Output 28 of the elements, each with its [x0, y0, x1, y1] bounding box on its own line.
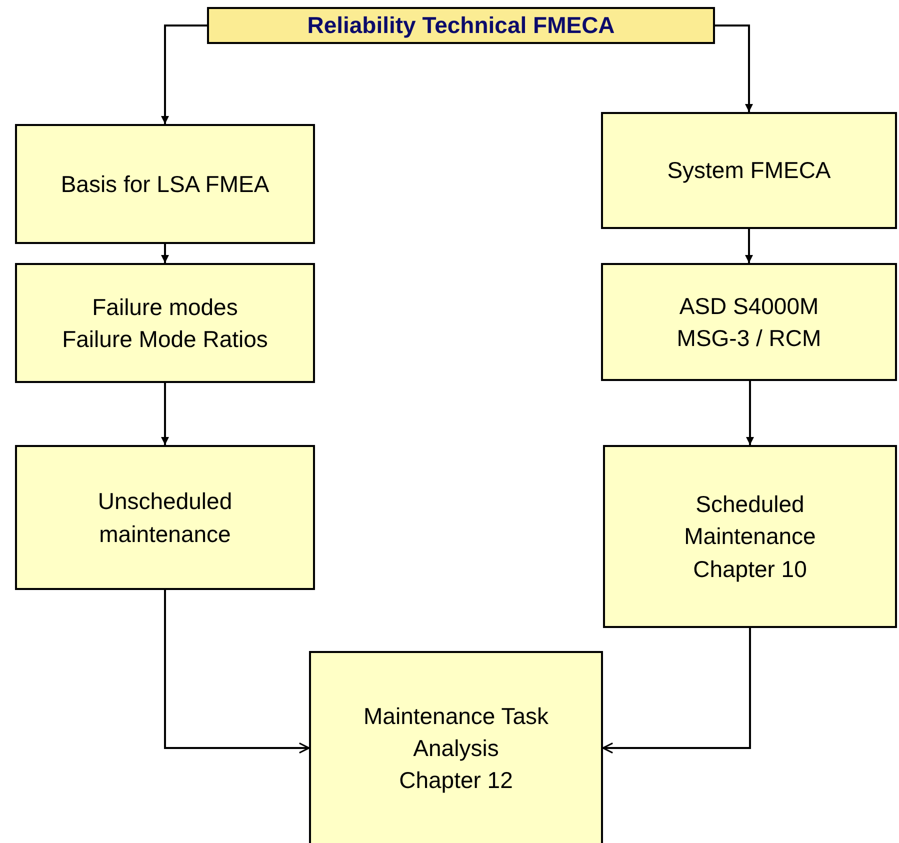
process-box: [601, 263, 897, 381]
box-text: System FMECA: [667, 156, 831, 186]
process-box: [15, 263, 315, 383]
box-text: Reliability Technical FMECA: [307, 11, 615, 40]
process-box: [601, 112, 897, 229]
box-text: Chapter 12: [399, 766, 513, 796]
arrow: [745, 229, 753, 263]
process-box: [15, 124, 315, 244]
box-text: Basis for LSA FMEA: [60, 170, 270, 199]
arrow: [161, 24, 207, 124]
title-box: [207, 7, 715, 44]
process-box: [15, 445, 315, 590]
box-text: ASD S4000M: [679, 292, 819, 321]
box-text: Chapter 10: [693, 554, 807, 584]
arrow: [602, 628, 751, 754]
box-text: Maintenance Task Analysis: [362, 702, 550, 763]
box-text: Failure modes: [92, 292, 238, 322]
box-text: Scheduled Maintenance: [683, 490, 817, 552]
arrow: [161, 383, 169, 445]
box-text: Failure Mode Ratios: [62, 325, 268, 354]
arrow: [164, 590, 310, 754]
arrow: [746, 381, 754, 445]
arrow: [161, 244, 169, 263]
box-text: MSG-3 / RCM: [676, 324, 822, 353]
box-text: Unscheduled maintenance: [96, 487, 234, 548]
arrow: [715, 24, 753, 112]
process-box: [309, 651, 603, 843]
process-box: [603, 445, 897, 628]
